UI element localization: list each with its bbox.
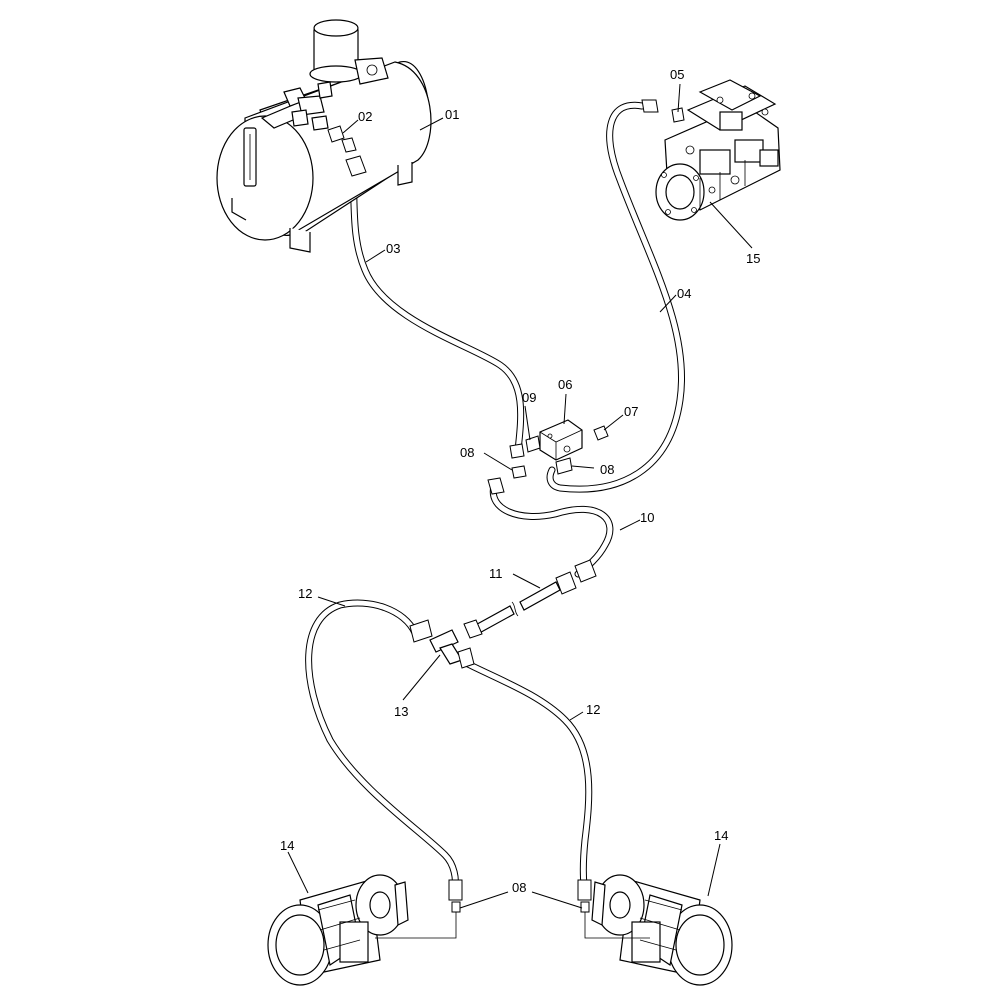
label-12-left: 12 — [298, 586, 312, 601]
leader-lines — [287, 83, 753, 909]
label-01: 01 — [445, 107, 459, 122]
label-06: 06 — [558, 377, 572, 392]
label-12-right: 12 — [586, 702, 600, 717]
hose-03 — [348, 158, 525, 454]
label-08-left: 08 — [460, 445, 474, 460]
valve-block-06 — [539, 419, 583, 461]
label-09: 09 — [522, 390, 536, 405]
fitting-05 — [641, 99, 685, 123]
label-03: 03 — [386, 241, 400, 256]
label-14-left: 14 — [280, 838, 294, 853]
part-labels: 01 02 03 04 05 06 07 08 08 08 09 10 11 1… — [280, 67, 760, 895]
label-02: 02 — [358, 109, 372, 124]
label-15: 15 — [746, 251, 760, 266]
label-13: 13 — [394, 704, 408, 719]
label-07: 07 — [624, 404, 638, 419]
wheel-motor-left — [267, 874, 409, 986]
hose-04 — [546, 101, 686, 493]
label-10: 10 — [640, 510, 654, 525]
hydraulic-tank — [216, 19, 432, 253]
pipe-11 — [463, 559, 597, 639]
label-08-bottom: 08 — [512, 880, 526, 895]
hydraulic-pump — [655, 79, 781, 221]
label-05: 05 — [670, 67, 684, 82]
label-08-right: 08 — [600, 462, 614, 477]
fittings-08-bottom — [375, 879, 650, 939]
fitting-02 — [327, 125, 367, 177]
label-11: 11 — [489, 566, 503, 581]
tee-fitting-13 — [409, 619, 475, 669]
wheel-motor-right — [591, 874, 733, 986]
hose-12-left — [305, 599, 459, 889]
hose-10 — [489, 482, 614, 578]
label-14-right: 14 — [714, 828, 728, 843]
label-04: 04 — [677, 286, 691, 301]
hose-12-right — [464, 660, 593, 889]
